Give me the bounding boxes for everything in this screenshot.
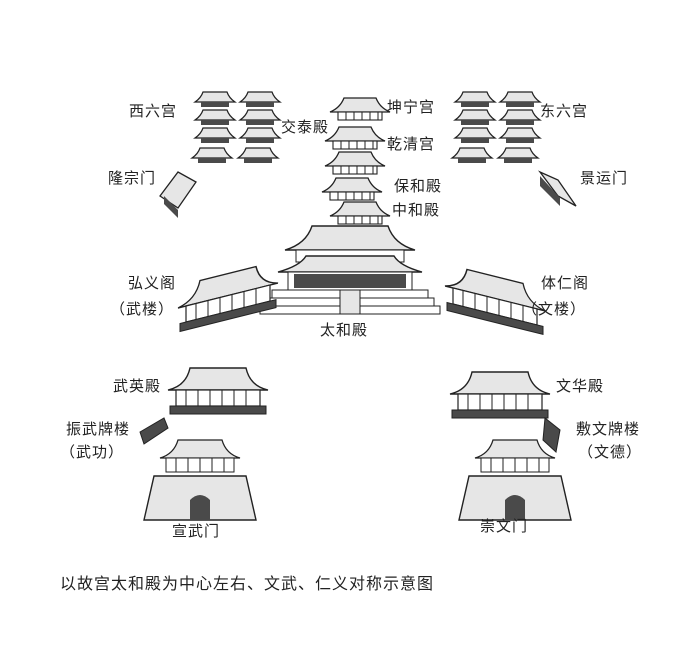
xuanwu-gate-drawing xyxy=(143,439,257,521)
longzong-gate-drawing xyxy=(159,171,197,218)
fuwen-archway-drawing xyxy=(542,417,561,453)
east-six-palaces-drawing xyxy=(451,91,541,164)
wenhua-hall-drawing xyxy=(449,371,551,419)
taihe-hall-drawing xyxy=(259,225,441,315)
label-zhonghe-hall: 中和殿 xyxy=(392,201,441,219)
label-wuying-hall: 武英殿 xyxy=(113,377,162,395)
figure-caption: 以故宫太和殿为中心左右、文武、仁义对称示意图 xyxy=(60,574,435,593)
hongyi-pavilion-drawing xyxy=(177,260,279,333)
label-hongyi-alias: （武楼） xyxy=(110,300,175,318)
label-zhenwu-archway: 振武牌楼 xyxy=(66,420,131,438)
label-zhenwu-alias: （武功） xyxy=(60,443,125,461)
label-fuwen-archway: 敷文牌楼 xyxy=(576,420,641,438)
label-jiaotai-hall: 交泰殿 xyxy=(281,118,330,136)
wuying-hall-drawing xyxy=(167,367,269,415)
label-chongwen-gate: 崇文门 xyxy=(480,517,529,535)
label-baohe-hall: 保和殿 xyxy=(394,177,443,195)
label-fuwen-alias: （文德） xyxy=(578,443,643,461)
label-jingyun-gate: 景运门 xyxy=(580,169,629,187)
label-qianqing-palace: 乾清宫 xyxy=(387,135,436,153)
chongwen-gate-drawing xyxy=(458,439,572,521)
label-longzong-gate: 隆宗门 xyxy=(108,169,157,187)
label-kunning-palace: 坤宁宫 xyxy=(387,98,436,116)
label-xuanwu-gate: 宣武门 xyxy=(172,522,221,540)
zhenwu-archway-drawing xyxy=(139,417,169,445)
label-east-six-palaces: 东六宫 xyxy=(540,102,589,120)
west-six-palaces-drawing xyxy=(191,91,281,164)
label-hongyi-pavilion: 弘义阁 xyxy=(128,274,177,292)
label-west-six-palaces: 西六宫 xyxy=(129,102,178,120)
label-tiren-pavilion: 体仁阁 xyxy=(541,274,590,292)
jingyun-gate-drawing xyxy=(537,170,577,207)
label-taihe-hall: 太和殿 xyxy=(320,321,369,339)
central-axis-pavilions-drawing xyxy=(321,97,391,225)
label-tiren-alias: （文楼） xyxy=(522,300,587,318)
label-wenhua-hall: 文华殿 xyxy=(556,377,605,395)
